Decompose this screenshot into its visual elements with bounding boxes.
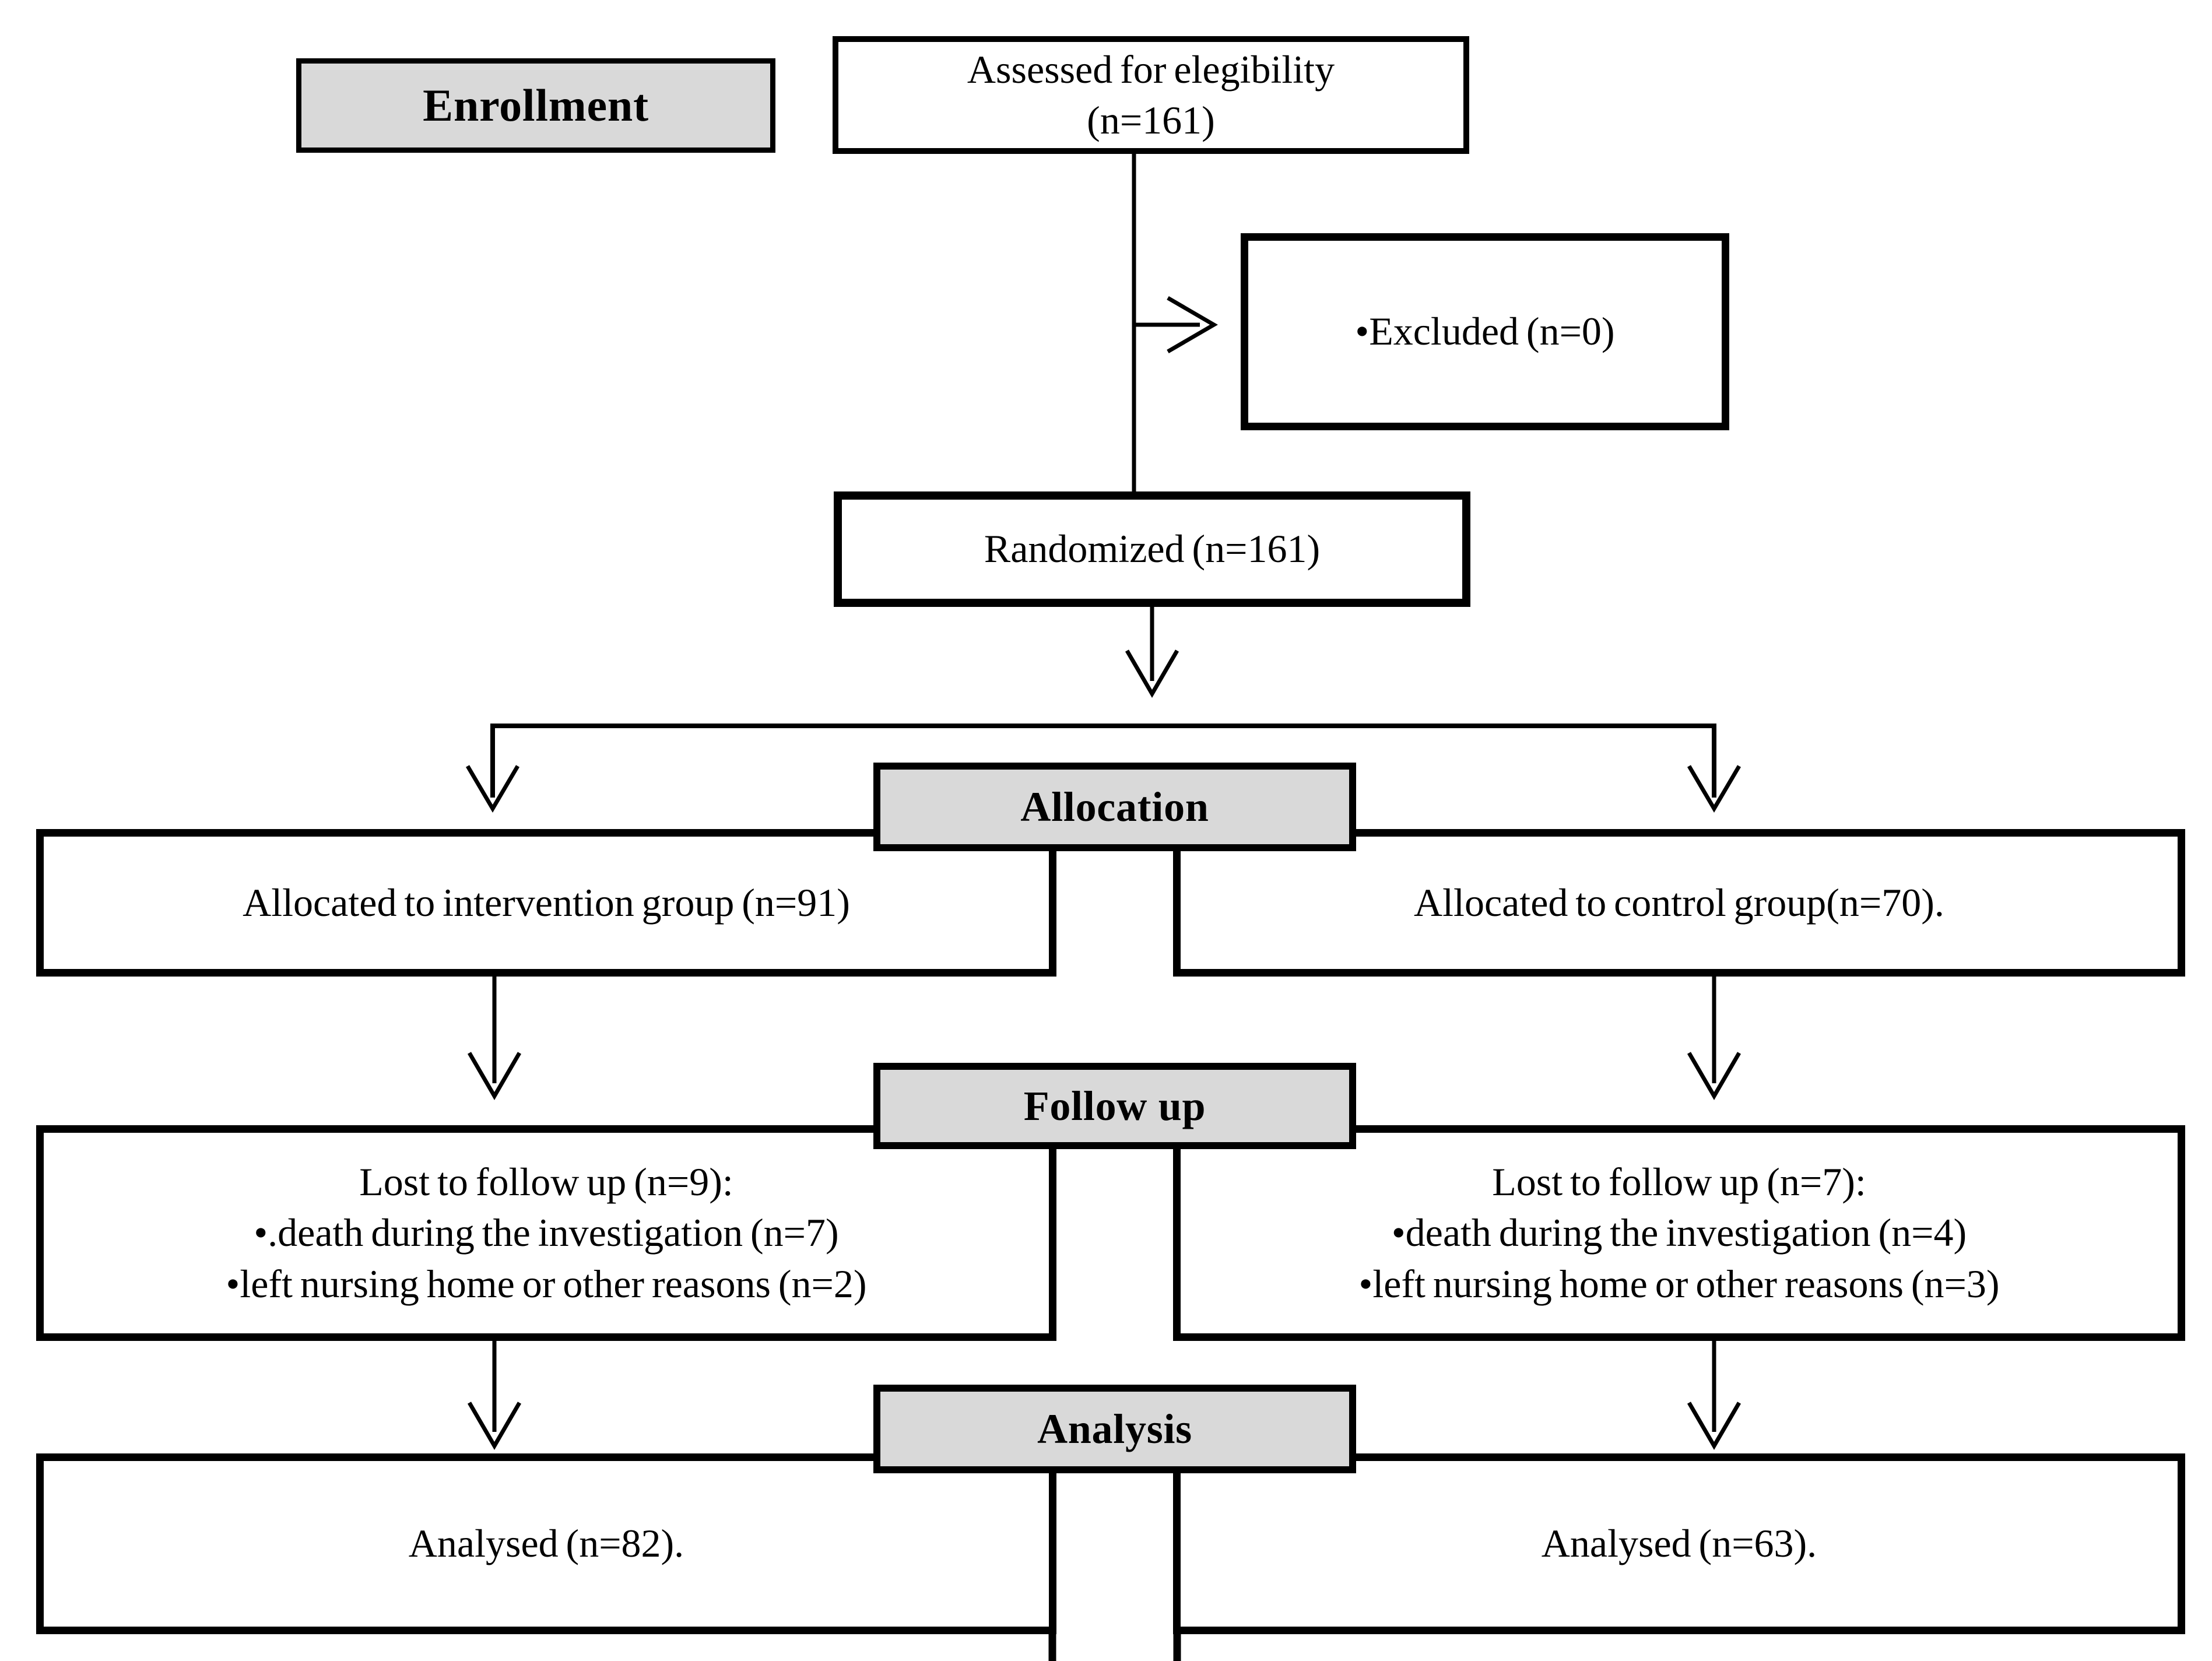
lost-followup-control-box: Lost to follow up (n=7): •death during t… xyxy=(1173,1125,2185,1341)
analysed-control-text: Analysed (n=63). xyxy=(1541,1521,1817,1566)
arrow-to-excluded xyxy=(1134,296,1218,354)
lost-intervention-item-death: •.death during the investigation (n=7) xyxy=(254,1210,839,1255)
stage-label-follow-up-text: Follow up xyxy=(1023,1082,1206,1129)
stage-label-follow-up: Follow up xyxy=(873,1063,1356,1149)
assessed-line2: (n=161) xyxy=(1087,98,1215,142)
lost-intervention-title: Lost to follow up (n=9): xyxy=(359,1160,733,1205)
lost-control-item-death: •death during the investigation (n=4) xyxy=(1391,1210,1967,1255)
stage-label-analysis-text: Analysis xyxy=(1037,1405,1192,1452)
stage-label-allocation-text: Allocation xyxy=(1020,783,1209,830)
lost-followup-intervention-box: Lost to follow up (n=9): •.death during … xyxy=(36,1125,1056,1341)
arrow-followup-to-analysis-left xyxy=(467,1341,522,1450)
randomized-box: Randomized (n=161) xyxy=(834,491,1470,607)
split-bar-arrows xyxy=(465,724,1741,813)
excluded-text: •Excluded (n=0) xyxy=(1355,309,1615,354)
stage-label-enrollment: Enrollment xyxy=(296,58,775,153)
bottom-edge-stubs xyxy=(1048,1632,1181,1661)
randomized-text: Randomized (n=161) xyxy=(984,526,1321,571)
excluded-box: •Excluded (n=0) xyxy=(1241,233,1729,430)
arrow-randomized-down xyxy=(1125,607,1179,698)
allocated-control-box: Allocated to control group(n=70). xyxy=(1173,829,2185,977)
stage-label-allocation: Allocation xyxy=(873,763,1356,851)
lost-control-title: Lost to follow up (n=7): xyxy=(1492,1160,1866,1205)
analysed-intervention-text: Analysed (n=82). xyxy=(408,1521,684,1566)
assessed-line1: Assessed for elegibility xyxy=(967,47,1335,92)
analysed-control-box: Analysed (n=63). xyxy=(1173,1453,2185,1634)
analysed-intervention-box: Analysed (n=82). xyxy=(36,1453,1056,1634)
assessed-for-eligibility-box: Assessed for elegibility (n=161) xyxy=(833,36,1469,154)
arrow-allocation-to-followup-right xyxy=(1687,977,1741,1100)
lost-intervention-item-left: •left nursing home or other reasons (n=2… xyxy=(226,1261,867,1306)
arrow-followup-to-analysis-right xyxy=(1687,1341,1741,1450)
stage-label-analysis: Analysis xyxy=(873,1385,1356,1473)
stage-label-enrollment-text: Enrollment xyxy=(423,80,649,131)
allocated-intervention-box: Allocated to intervention group (n=91) xyxy=(36,829,1056,977)
arrow-allocation-to-followup-left xyxy=(467,977,522,1100)
allocated-intervention-text: Allocated to intervention group (n=91) xyxy=(243,880,850,925)
allocated-control-text: Allocated to control group(n=70). xyxy=(1414,880,1944,925)
lost-control-item-left: •left nursing home or other reasons (n=3… xyxy=(1358,1261,2000,1306)
